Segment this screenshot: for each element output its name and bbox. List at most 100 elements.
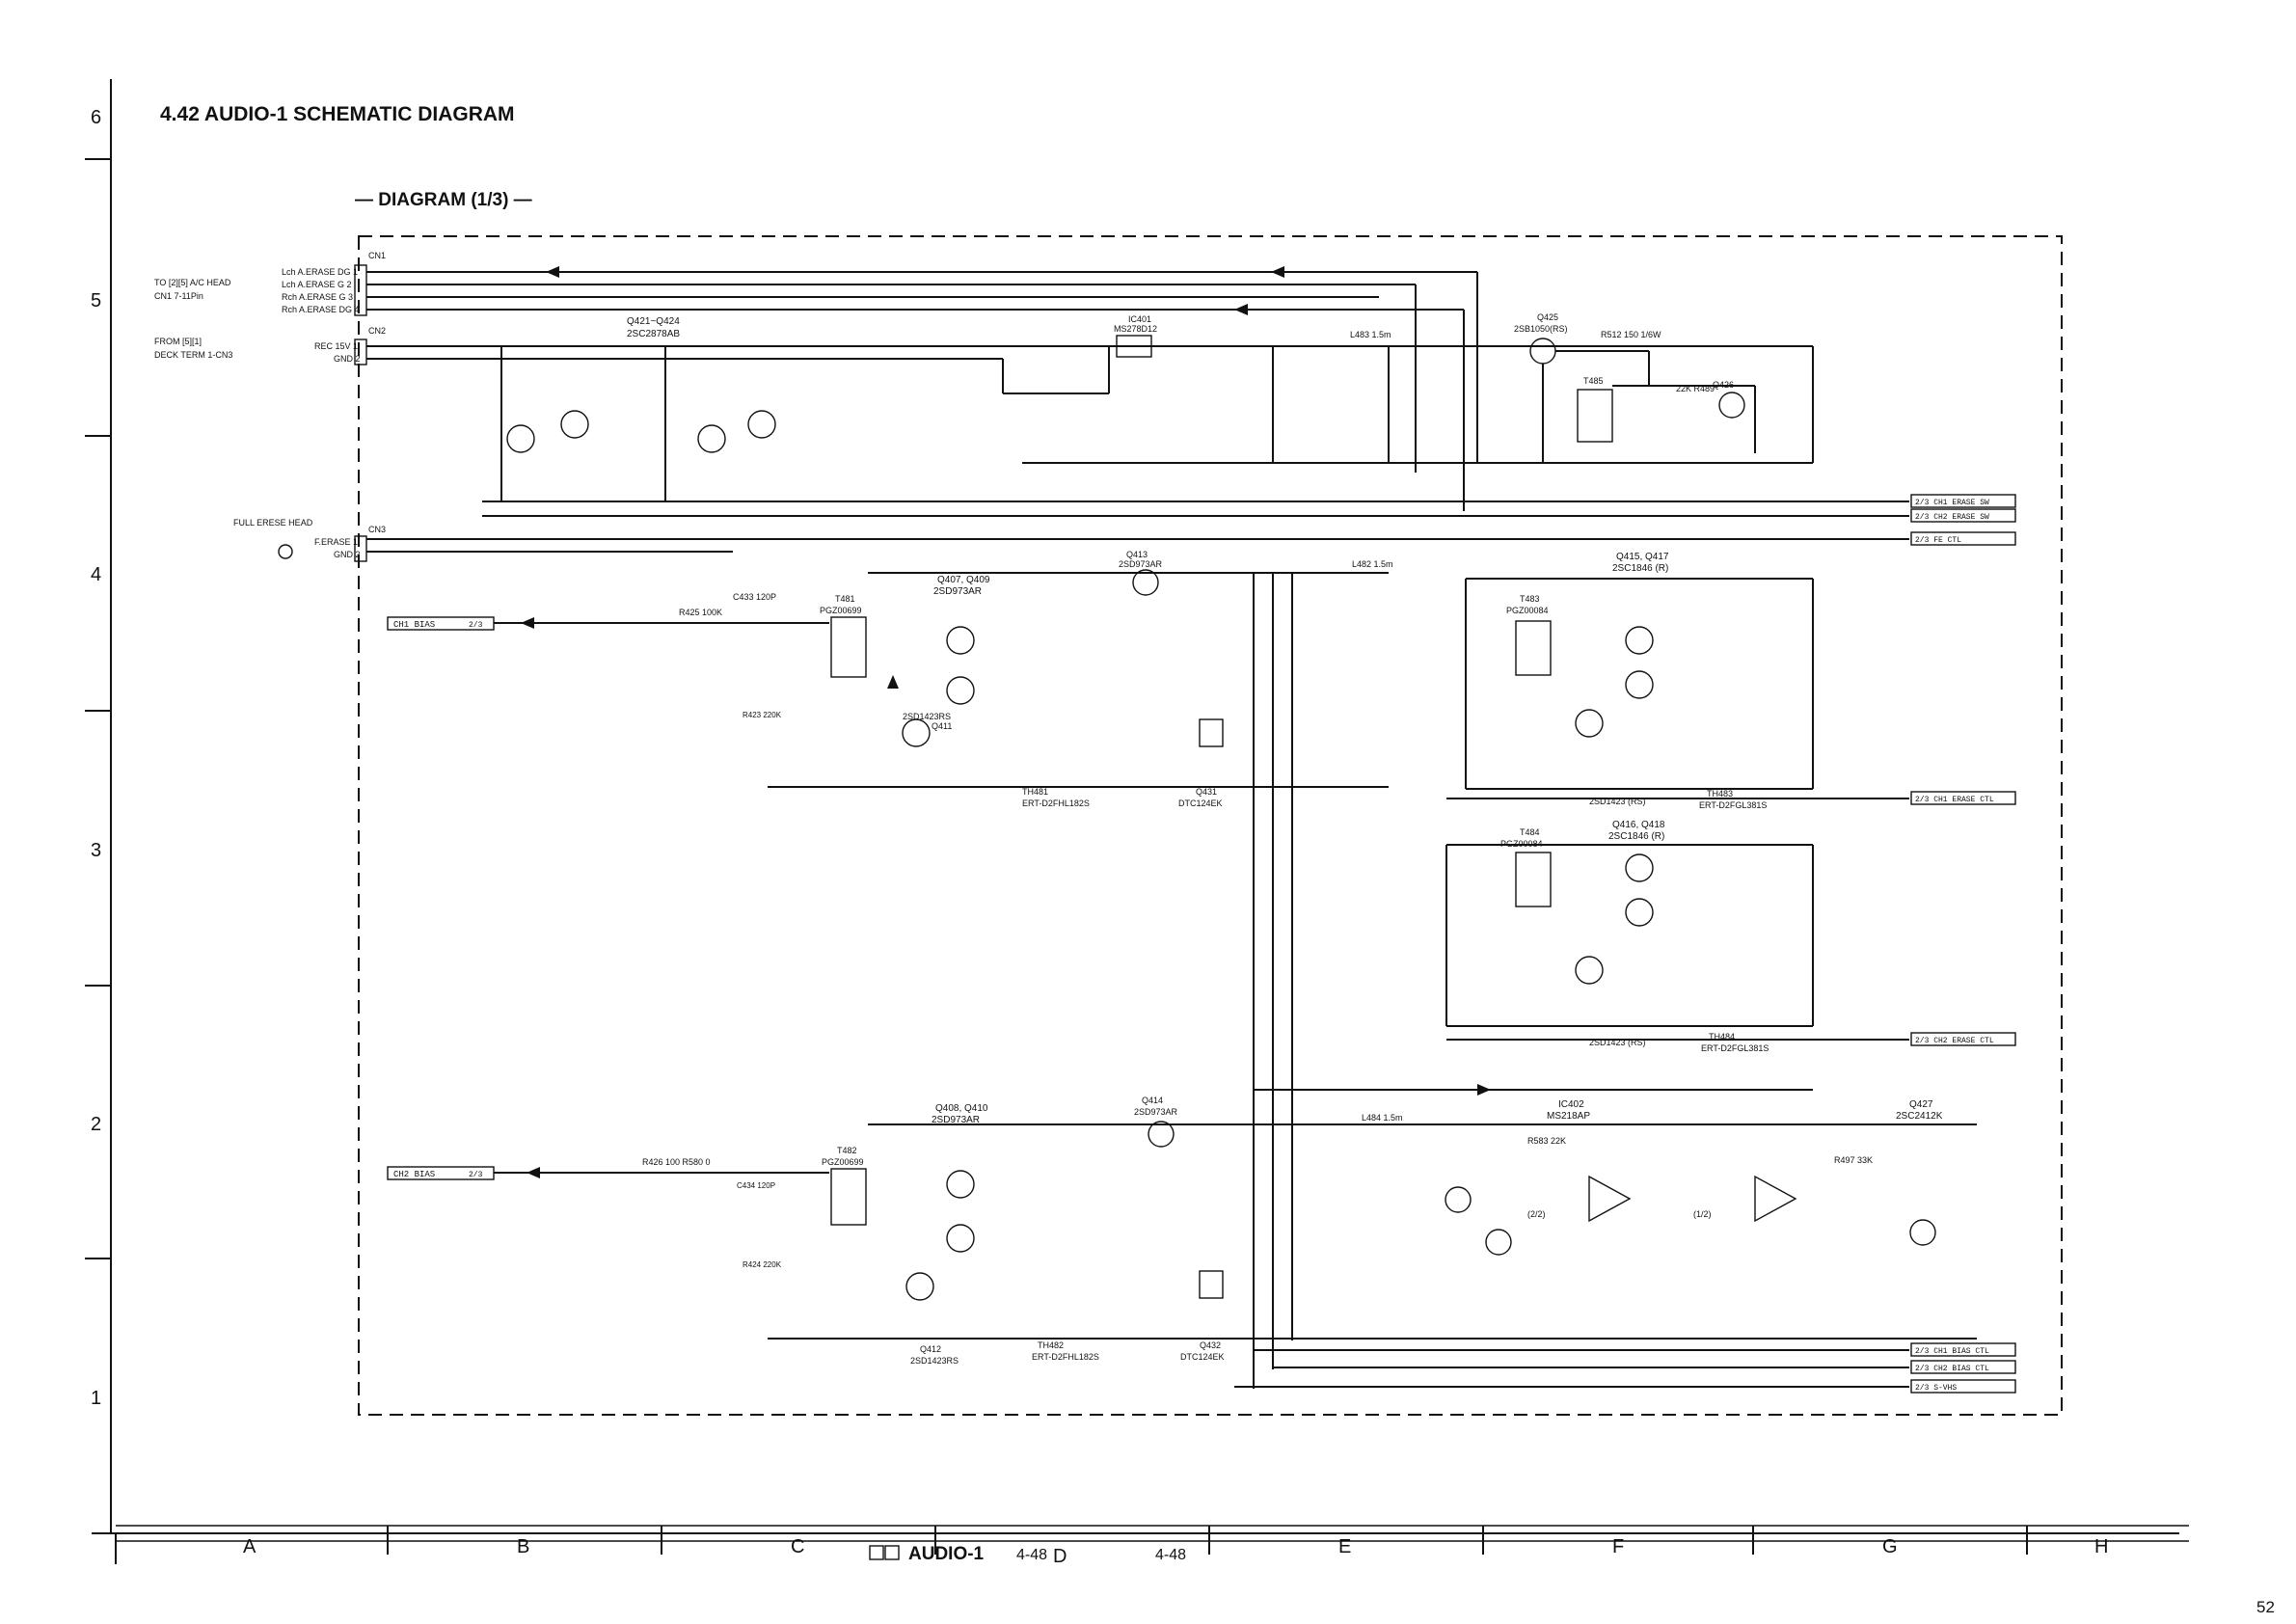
q425-label: Q425 — [1537, 312, 1558, 322]
q416-q418-label: Q416, Q418 — [1612, 820, 1665, 830]
th484-type: ERT-D2FGL381S — [1701, 1043, 1769, 1053]
q413-label: Q413 — [1126, 550, 1148, 559]
head-note-2: CN1 7-11Pin — [154, 291, 203, 301]
ch1-bias-label: CH1 BIAS — [393, 620, 435, 630]
column-label-a: A — [243, 1536, 257, 1557]
page-right: 4-48 — [1155, 1547, 1186, 1563]
block-q425-q426: Q425 2SB1050(RS) R512 150 1/6W T485 22K … — [1514, 312, 1756, 463]
sheet-name: AUDIO-1 — [908, 1544, 985, 1564]
transistor-q413 — [1132, 569, 1159, 596]
transistor-q407 — [946, 626, 975, 655]
transistor-q422 — [697, 424, 726, 453]
column-label-c: C — [791, 1536, 804, 1557]
t483-label: T483 — [1520, 594, 1540, 604]
column-label-e: E — [1338, 1536, 1351, 1557]
board-outline — [358, 235, 2063, 1416]
column-label-d: D — [1053, 1546, 1067, 1567]
signal-s-vhs: 2/3 S-VHS — [1915, 1384, 1957, 1393]
cn2-name: CN2 — [368, 326, 386, 336]
t481-label: T481 — [835, 594, 855, 604]
block-ch2-bias: CH2 BIAS 2/3 R426 100 R580 0 C434 120P R… — [387, 1096, 1977, 1366]
q419-type: 2SD1423 (RS) — [1589, 797, 1646, 806]
transistor-q411 — [902, 718, 931, 747]
ic402-label: IC402 — [1558, 1099, 1584, 1110]
q408-q410-label: Q408, Q410 — [935, 1103, 988, 1114]
block-ch1-bias: CH1 BIAS 2/3 R425 100K C433 120P R423 22… — [387, 550, 1393, 1389]
t483-type: PGZ00084 — [1506, 606, 1549, 615]
column-label-h: H — [2094, 1536, 2108, 1557]
transistor-q408 — [946, 1170, 975, 1199]
c434-value: C434 120P — [737, 1181, 775, 1190]
connector-cn2: CN2 REC 15V 1 GND 2 — [314, 326, 386, 365]
q432-type: DTC124EK — [1180, 1352, 1225, 1362]
cn1-pin-2: Lch A.ERASE G 2 — [282, 280, 352, 289]
q411-type: 2SD1423RS — [903, 712, 951, 721]
transistor-q424 — [747, 410, 776, 439]
transistor-q412 — [905, 1272, 934, 1301]
ic402-half-a: (2/2) — [1527, 1209, 1546, 1219]
row-label-4: 4 — [91, 564, 101, 585]
r424-value: R424 220K — [743, 1260, 782, 1269]
row-label-3: 3 — [91, 840, 101, 861]
transistor-q420 — [1575, 956, 1604, 985]
q415-q417-type: 2SC1846 (R) — [1612, 563, 1668, 574]
th484-label: TH484 — [1709, 1032, 1735, 1042]
q431-label: Q431 — [1196, 787, 1217, 797]
q416-q418-type: 2SC1846 (R) — [1608, 831, 1664, 842]
transistor-q418 — [1625, 898, 1654, 927]
q407-q409-label: Q407, Q409 — [937, 575, 990, 585]
deck-note-1: FROM [5][1] — [154, 337, 202, 346]
deck-note-2: DECK TERM 1-CN3 — [154, 350, 232, 360]
r497-value: R497 33K — [1834, 1155, 1873, 1165]
cn1-pin-4: Rch A.ERASE DG 4 — [282, 305, 360, 314]
column-labels: A B C D E F G H — [243, 1536, 2108, 1567]
opamp-ic402-b — [1754, 1175, 1797, 1223]
c433-value: C433 120P — [733, 592, 776, 602]
opamp-ic402-a — [1588, 1175, 1632, 1223]
transistor-q425 — [1529, 338, 1556, 365]
q420-type: 2SD1423 (RS) — [1589, 1038, 1646, 1047]
transistor-q429 — [1485, 1229, 1512, 1256]
transistor-q427 — [1909, 1219, 1936, 1246]
diagram-subtitle: — DIAGRAM (1/3) — — [355, 190, 532, 210]
row-label-1: 1 — [91, 1388, 101, 1409]
sheet-box-2 — [869, 1545, 884, 1560]
signal-outputs-bottom: 2/3 CH1 BIAS CTL 2/3 CH2 BIAS CTL 2/3 S-… — [1234, 1342, 2016, 1394]
cn1-name: CN1 — [368, 251, 386, 260]
q432-label: Q432 — [1200, 1340, 1221, 1350]
q427-label: Q427 — [1909, 1099, 1933, 1110]
erase-head-note: FULL ERESE HEAD — [233, 518, 313, 528]
thermistor-q431 — [1199, 718, 1224, 747]
transistor-q414 — [1148, 1121, 1175, 1148]
transistor-q428 — [1445, 1186, 1472, 1213]
bus-wires-top — [366, 266, 1814, 511]
connector-notes: TO [2][5] A/C HEAD CN1 7-11Pin FROM [5][… — [154, 278, 313, 528]
transistor-q416 — [1625, 853, 1654, 882]
thermistor-q432 — [1199, 1270, 1224, 1299]
signal-ch1-erase-ctl: 2/3 CH1 ERASE CTL — [1915, 796, 1994, 804]
column-label-f: F — [1612, 1536, 1624, 1557]
q421-q424-label: Q421~Q424 — [627, 316, 680, 327]
r425-value: R425 100K — [679, 608, 722, 617]
cn3-pin-1: F.ERASE 1 — [314, 537, 358, 547]
signal-ch2-bias-ctl: 2/3 CH2 BIAS CTL — [1915, 1365, 1989, 1373]
cn2-pin-2: GND 2 — [334, 354, 361, 364]
cn3-name: CN3 — [368, 525, 386, 534]
page-border — [85, 79, 2189, 1564]
cn1-pin-1: Lch A.ERASE DG 1 — [282, 267, 358, 277]
q421-q424-type: 2SC2878AB — [627, 329, 680, 339]
block-ch2-erase: Q416, Q418 2SC1846 (R) T484 PGZ00084 2SD… — [1254, 820, 2016, 1096]
row-labels: 6 5 4 3 2 1 — [91, 107, 101, 1409]
column-label-b: B — [517, 1536, 529, 1557]
th481-type: ERT-D2FHL182S — [1022, 798, 1090, 808]
row-label-5: 5 — [91, 290, 101, 311]
head-note-1: TO [2][5] A/C HEAD — [154, 278, 231, 287]
r426-value: R426 100 R580 0 — [642, 1157, 711, 1167]
signal-ch1-bias-ctl: 2/3 CH1 BIAS CTL — [1915, 1347, 1989, 1356]
cn1-pin-3: Rch A.ERASE G 3 — [282, 292, 353, 302]
r512-value: R512 150 1/6W — [1601, 330, 1661, 339]
t481-type: PGZ00699 — [820, 606, 862, 615]
th481-label: TH481 — [1022, 787, 1048, 797]
l484-label: L484 1.5m — [1362, 1113, 1403, 1123]
